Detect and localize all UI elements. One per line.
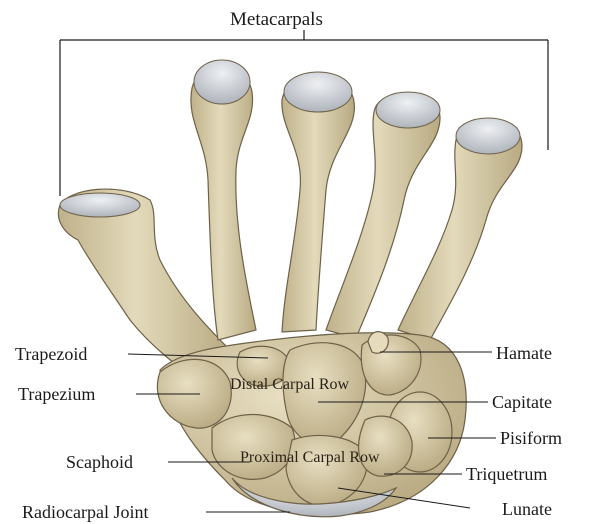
distal-carpal-row-label: Distal Carpal Row — [230, 377, 349, 393]
index-metacarpal — [191, 60, 256, 340]
triquetrum-label: Triquetrum — [466, 465, 547, 483]
carpal-bones — [157, 332, 466, 517]
capitate-label: Capitate — [492, 393, 552, 411]
radiocarpal-joint-label: Radiocarpal Joint — [22, 503, 148, 521]
hamate-label: Hamate — [496, 344, 552, 362]
scaphoid-label: Scaphoid — [66, 453, 133, 471]
pisiform-label: Pisiform — [500, 429, 562, 447]
lunate-label: Lunate — [502, 500, 552, 518]
trapezium-label: Trapezium — [18, 385, 95, 403]
proximal-carpal-row-label: Proximal Carpal Row — [240, 450, 380, 466]
metacarpals-title: Metacarpals — [230, 10, 323, 29]
triquetrum-bone — [359, 416, 413, 476]
trapezoid-label: Trapezoid — [15, 345, 87, 363]
